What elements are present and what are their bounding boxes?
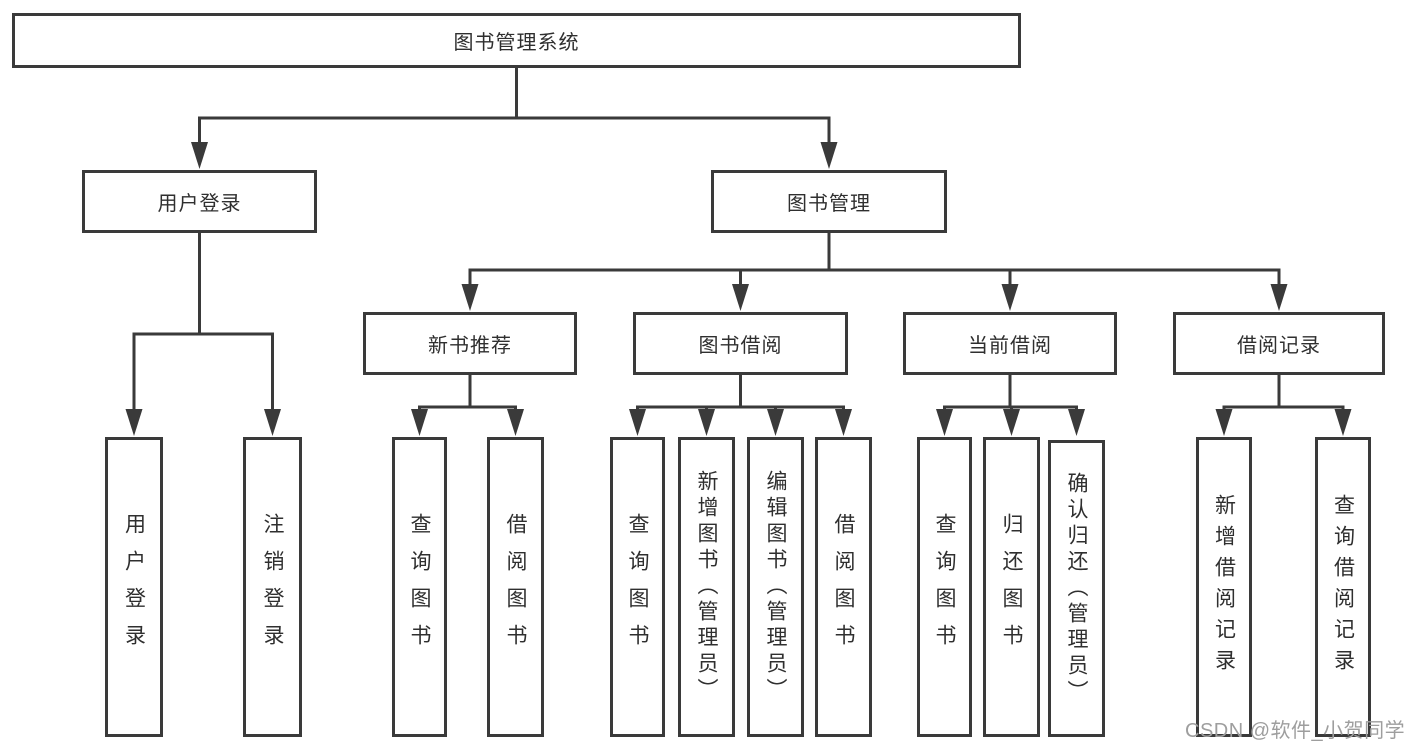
node-leaf-bb-add-books: 新增图书（管理员） [678,437,735,737]
node-leaf-cb-return-books: 归还图书 [983,437,1040,737]
node-root: 图书管理系统 [12,13,1021,68]
node-leaf-user-login: 用户登录 [105,437,163,737]
node-leaf-br-add-record: 新增借阅记录 [1196,437,1252,737]
node-borrowing-records: 借阅记录 [1173,312,1385,375]
node-leaf-br-query-record: 查询借阅记录 [1315,437,1371,737]
node-current-borrowing: 当前借阅 [903,312,1117,375]
node-leaf-cb-confirm-return: 确认归还（管理员） [1048,440,1105,737]
node-leaf-nb-query-books: 查询图书 [392,437,447,737]
node-leaf-bb-edit-books: 编辑图书（管理员） [747,437,804,737]
node-leaf-bb-borrow-books: 借阅图书 [815,437,872,737]
node-book-management: 图书管理 [711,170,947,233]
node-user-login: 用户登录 [82,170,317,233]
node-leaf-nb-borrow-books: 借阅图书 [487,437,544,737]
node-leaf-cb-query-books: 查询图书 [917,437,972,737]
node-leaf-logout: 注销登录 [243,437,302,737]
watermark: CSDN @软件_小贺同学 [1185,720,1405,742]
node-leaf-bb-query-books: 查询图书 [610,437,665,737]
node-new-book-recommend: 新书推荐 [363,312,577,375]
node-book-borrowing: 图书借阅 [633,312,848,375]
